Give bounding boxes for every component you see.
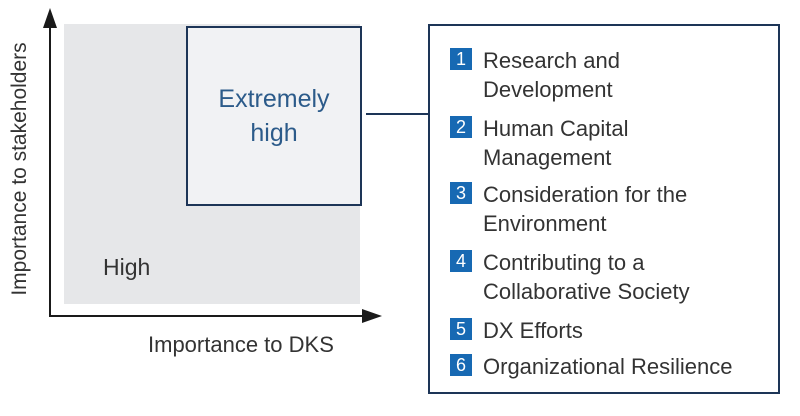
list-item: 4 Contributing to a Collaborative Societ… [450,248,690,306]
item-text: Consideration for the Environment [483,180,687,238]
item-text-line1: Research and [483,48,620,73]
y-axis-arrow-icon [43,8,57,28]
x-axis-label: Importance to DKS [148,332,334,357]
y-axis-label: Importance to stakeholders [8,42,31,296]
x-axis-arrow-icon [362,309,382,323]
extremely-high-label-line1: Extremely [218,85,330,113]
item-number-badge: 2 [450,116,472,138]
item-text-line1: Human Capital [483,116,629,141]
item-text-line1: DX Efforts [483,318,583,343]
item-number-badge: 6 [450,354,472,376]
item-text: Organizational Resilience [483,352,732,381]
item-number-badge: 4 [450,250,472,272]
list-item: 1 Research and Development [450,46,620,104]
extremely-high-region: Extremely high [186,26,362,206]
item-text: Contributing to a Collaborative Society [483,248,690,306]
list-item: 2 Human Capital Management [450,114,629,172]
item-text-line1: Contributing to a [483,250,645,275]
item-text: Human Capital Management [483,114,629,172]
item-text-line2: Environment [483,211,607,236]
item-text-line2: Collaborative Society [483,279,690,304]
list-item: 5 DX Efforts [450,316,583,345]
item-text: DX Efforts [483,316,583,345]
item-number-badge: 1 [450,48,472,70]
connector-line [366,113,429,115]
list-item: 3 Consideration for the Environment [450,180,687,238]
item-number-badge: 5 [450,318,472,340]
high-region-label: High [103,254,151,280]
item-text-line1: Organizational Resilience [483,354,733,379]
item-text-line1: Consideration for the [483,182,688,207]
material-topics-list: 1 Research and Development 2 Human Capit… [428,24,780,394]
item-number-badge: 3 [450,182,472,204]
item-text: Research and Development [483,46,620,104]
item-text-line2: Development [483,77,613,102]
item-text-line2: Management [483,145,612,170]
list-item: 6 Organizational Resilience [450,352,732,381]
extremely-high-label-line2: high [250,119,298,147]
